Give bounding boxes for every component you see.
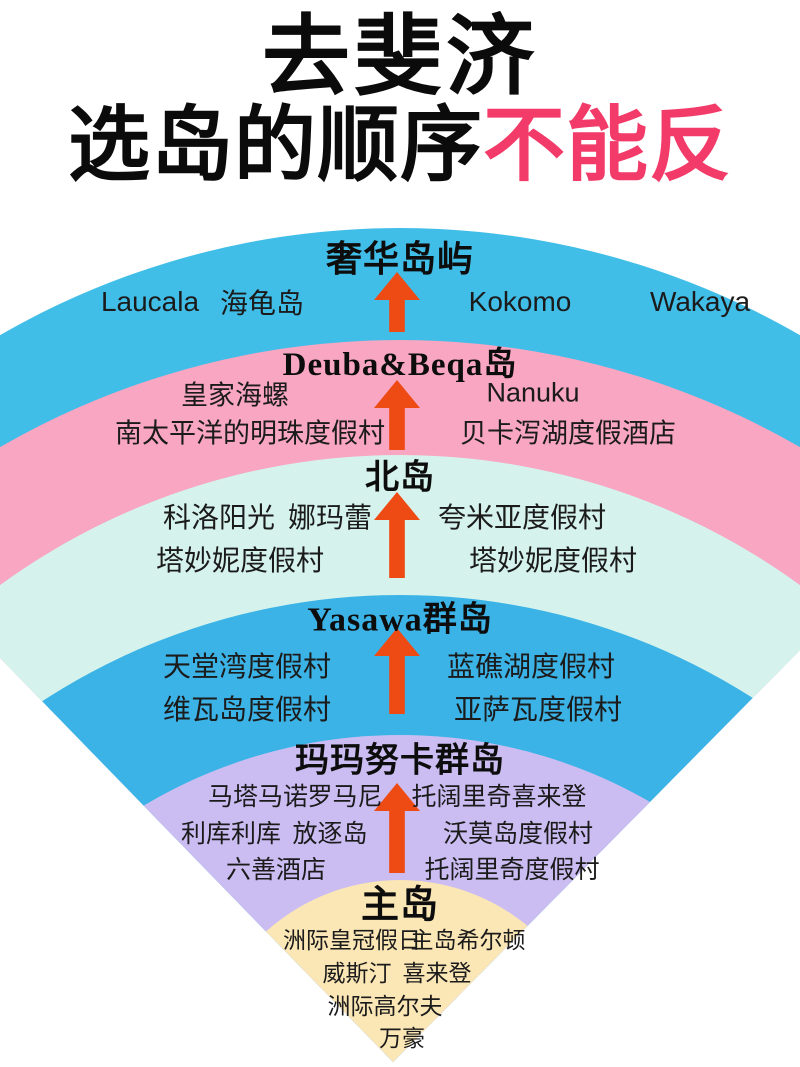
island-item: 喜来登 bbox=[402, 960, 472, 986]
island-item: 科洛阳光 bbox=[162, 502, 276, 533]
island-item: 沃莫岛度假村 bbox=[442, 820, 594, 848]
island-item: 蓝礁湖度假村 bbox=[446, 651, 616, 682]
island-item: 皇家海螺 bbox=[181, 380, 289, 411]
island-item: 夸米亚度假村 bbox=[437, 502, 607, 533]
island-item: Kokomo bbox=[468, 286, 572, 317]
island-item: Laucala bbox=[100, 286, 200, 317]
poster-title: 去斐济 选岛的顺序不能反 bbox=[0, 10, 800, 190]
band-header-deuba-beqa: Deuba&Beqa岛 bbox=[282, 347, 518, 383]
island-item: 贝卡泻湖度假酒店 bbox=[460, 418, 676, 449]
island-item: 利库利库 bbox=[180, 820, 282, 848]
band-header-main-island: 主岛 bbox=[360, 884, 440, 927]
island-item: 塔妙妮度假村 bbox=[155, 545, 325, 576]
island-item: 塔妙妮度假村 bbox=[468, 545, 638, 576]
title-line2-highlight: 不能反 bbox=[483, 100, 733, 192]
island-item: 托阔里奇喜来登 bbox=[411, 783, 587, 811]
island-item: 六善酒店 bbox=[225, 856, 327, 884]
island-item: 洲际高尔夫 bbox=[327, 993, 443, 1019]
title-line2-black: 选岛的顺序 bbox=[67, 100, 483, 192]
island-item: 马塔马诺 bbox=[207, 783, 309, 811]
island-item: 天堂湾度假村 bbox=[162, 651, 332, 682]
island-item: 娜玛蕾 bbox=[287, 502, 373, 533]
island-item: 威斯汀 bbox=[322, 960, 392, 986]
island-item: 海龟岛 bbox=[219, 288, 305, 319]
island-item: 维瓦岛度假村 bbox=[162, 694, 332, 725]
island-item: Wakaya bbox=[649, 286, 751, 317]
island-item: 罗马尼 bbox=[307, 783, 383, 811]
island-item: Nanuku bbox=[486, 377, 580, 408]
island-item: 主岛希尔顿 bbox=[410, 927, 526, 953]
island-item: 放逐岛 bbox=[292, 820, 368, 848]
title-line2: 选岛的顺序不能反 bbox=[0, 100, 800, 192]
island-item: 万豪 bbox=[379, 1025, 425, 1051]
island-item: 洲际皇冠假日 bbox=[283, 927, 421, 953]
island-item: 亚萨瓦度假村 bbox=[453, 694, 623, 725]
band-header-yasawa: Yasawa群岛 bbox=[307, 601, 493, 639]
band-header-north-island: 北岛 bbox=[365, 459, 435, 497]
band-header-mamanuca: 玛玛努卡群岛 bbox=[295, 742, 505, 780]
island-item: 托阔里奇度假村 bbox=[424, 856, 600, 884]
title-line1: 去斐济 bbox=[261, 7, 538, 106]
band-header-luxury: 奢华岛屿 bbox=[325, 239, 475, 279]
island-item: 南太平洋的明珠度假村 bbox=[115, 418, 385, 449]
